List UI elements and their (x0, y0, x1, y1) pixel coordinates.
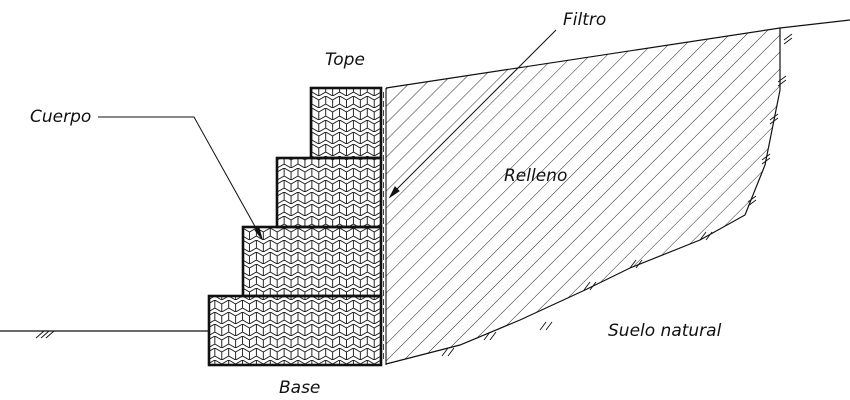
gabion-body-2 (275, 156, 383, 229)
body-leader (98, 116, 263, 240)
gabion-top (309, 86, 383, 160)
filter-leader (388, 29, 557, 199)
backfill-area (385, 27, 781, 365)
ground-symbol-left (35, 330, 55, 339)
label-fill: Relleno (504, 166, 567, 186)
label-base: Base (279, 378, 320, 398)
label-natural-soil: Suelo natural (608, 321, 722, 341)
gabion-body-1 (241, 225, 383, 298)
gabion-base (207, 294, 383, 367)
label-top: Tope (325, 50, 365, 70)
natural-ground-line (779, 19, 850, 29)
label-filter: Filtro (563, 10, 606, 30)
label-body: Cuerpo (30, 107, 91, 127)
soil-ticks (441, 33, 793, 357)
